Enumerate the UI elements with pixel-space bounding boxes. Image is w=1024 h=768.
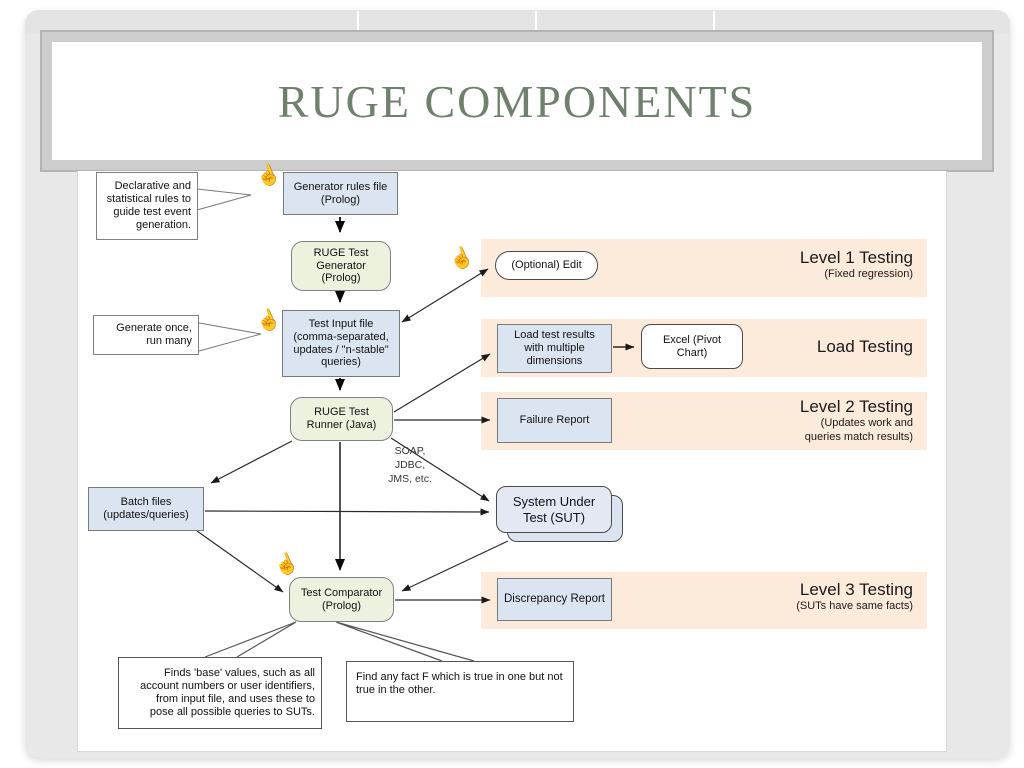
note-fact: Find any fact F which is true in one but…	[346, 661, 574, 722]
optional-edit-node: (Optional) Edit	[495, 251, 598, 280]
tab-divider	[713, 11, 715, 33]
discrepancy-report-node: Discrepancy Report	[497, 578, 612, 621]
test-input-file-node: Test Input file (comma-separated, update…	[282, 310, 400, 377]
level3-subtitle: (SUTs have same facts)	[796, 600, 913, 613]
test-comparator-node: Test Comparator (Prolog)	[289, 577, 394, 622]
load-label: Load Testing	[817, 337, 913, 357]
level2-title: Level 2 Testing	[799, 397, 913, 416]
batch-files-node: Batch files (updates/queries)	[88, 487, 204, 531]
title-box: RUGE COMPONENTS	[40, 30, 994, 172]
generator-rules-file-node: Generator rules file (Prolog)	[283, 172, 398, 215]
level1-title: Level 1 Testing	[799, 248, 913, 267]
level2-subtitle: (Updates work and queries match results)	[804, 417, 913, 444]
level1-subtitle: (Fixed regression)	[824, 268, 913, 281]
load-test-results-node: Load test results with multiple dimensio…	[497, 324, 612, 373]
note-base-values: Finds 'base' values, such as all account…	[118, 657, 322, 729]
excel-pivot-chart-node: Excel (Pivot Chart)	[641, 324, 743, 369]
page-title: RUGE COMPONENTS	[277, 75, 757, 127]
tab-divider	[535, 11, 537, 33]
failure-report-node: Failure Report	[497, 398, 612, 443]
level3-title: Level 3 Testing	[799, 580, 913, 599]
callout-declarative-rules: Declarative and statistical rules to gui…	[96, 172, 198, 240]
level1-label: Level 1 Testing (Fixed regression)	[800, 248, 913, 282]
callout-generate-once: Generate once, run many	[93, 315, 199, 355]
system-under-test-node: System Under Test (SUT)	[496, 486, 612, 533]
protocols-label: SOAP, JDBC, JMS, etc.	[388, 445, 432, 486]
ruge-test-generator-node: RUGE Test Generator (Prolog)	[291, 241, 391, 291]
ruge-test-runner-node: RUGE Test Runner (Java)	[290, 397, 393, 441]
level2-label: Level 2 Testing (Updates work and querie…	[800, 397, 913, 445]
tab-divider	[357, 11, 359, 33]
load-title: Load Testing	[816, 337, 913, 356]
level3-label: Level 3 Testing (SUTs have same facts)	[796, 580, 913, 614]
